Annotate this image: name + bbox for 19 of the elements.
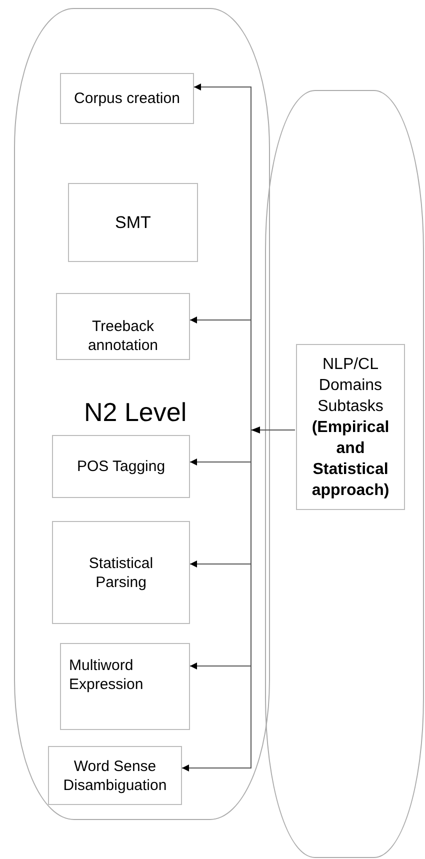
process-box [60, 73, 194, 124]
process-box [56, 293, 190, 360]
process-box [60, 643, 190, 730]
process-box [68, 183, 198, 262]
box-label: Multiword Expression [69, 656, 144, 694]
process-box [52, 521, 190, 624]
rounded-container [14, 8, 270, 820]
level-heading: N2 Level [84, 399, 187, 425]
box-label: NLP/CL Domains Subtasks (Empirical and Statistical approach) [310, 354, 390, 500]
rounded-container [265, 90, 424, 858]
box-label: Word Sense Disambiguation [62, 756, 168, 794]
box-label: SMT [115, 212, 151, 234]
box-label: Corpus creation [74, 89, 180, 108]
box-label: Treeback annotation [86, 317, 160, 355]
box-label: POS Tagging [76, 457, 166, 476]
box-label: Statistical Parsing [88, 554, 154, 592]
process-box [48, 746, 182, 805]
process-box [52, 435, 190, 498]
process-box [296, 344, 405, 510]
